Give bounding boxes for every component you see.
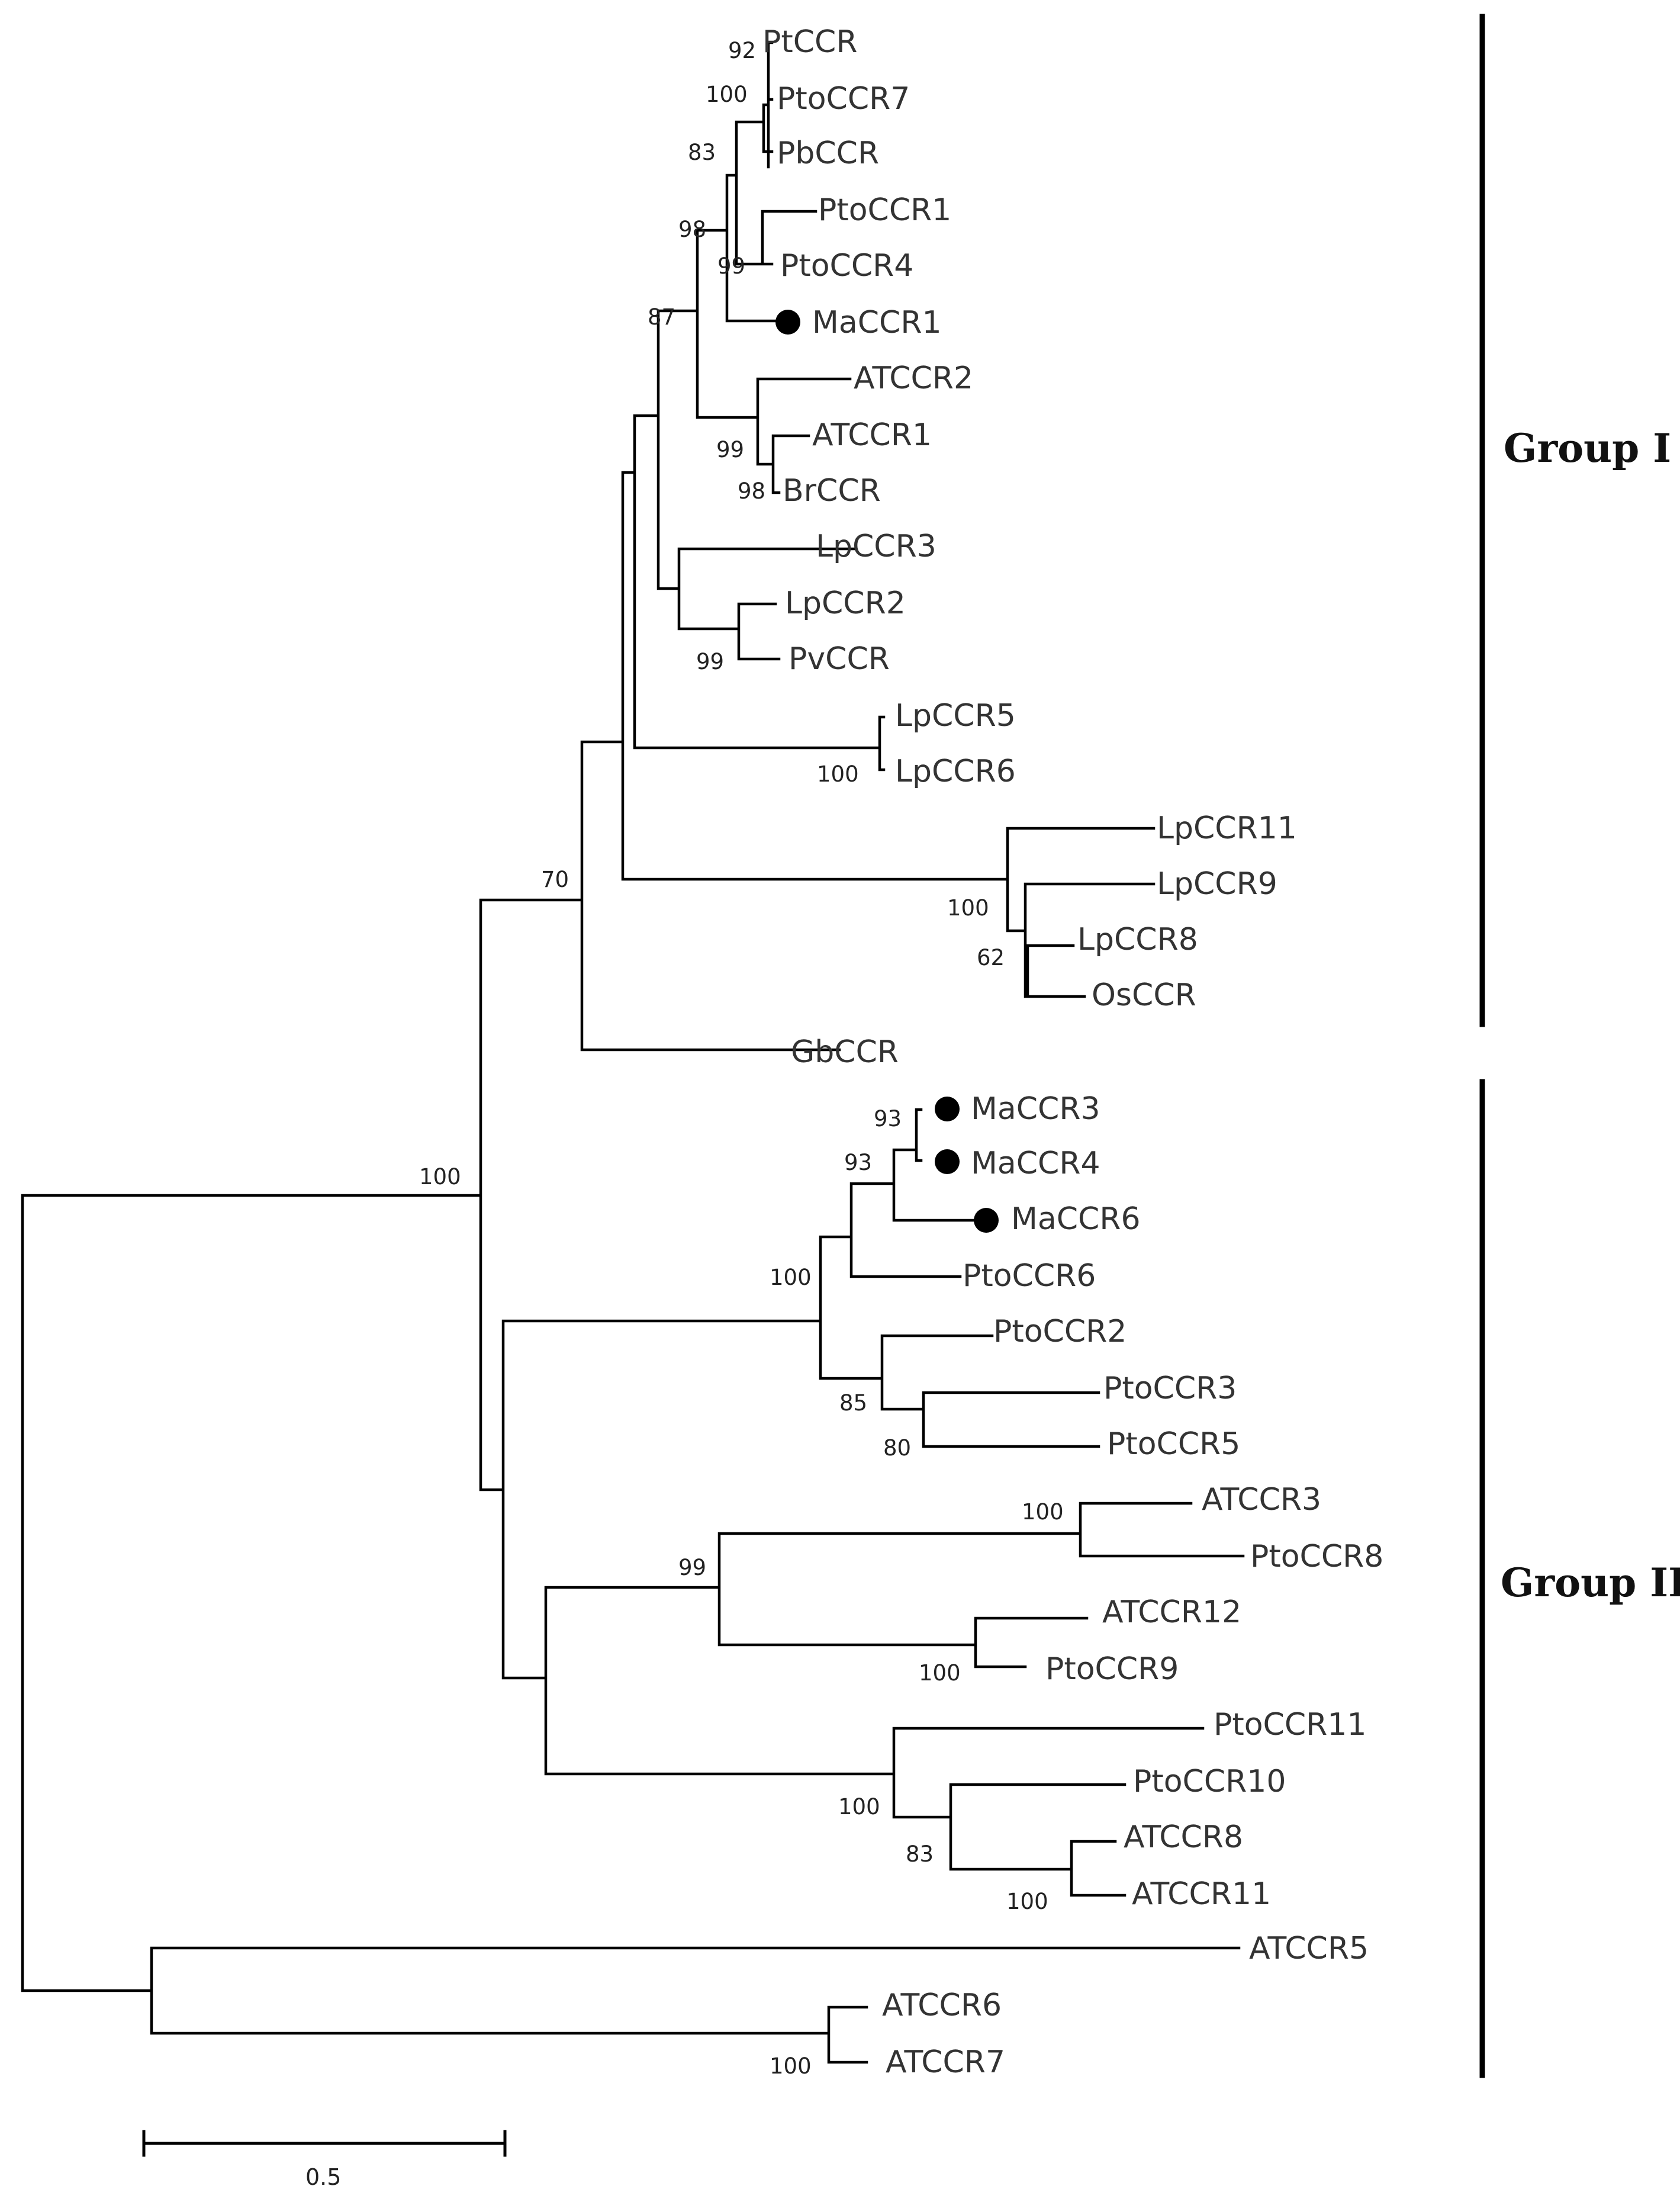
leaf-LpCCR5: LpCCR5 bbox=[895, 698, 1016, 734]
leaf-MaCCR1: MaCCR1 bbox=[812, 305, 942, 340]
support-value: 99 bbox=[717, 253, 745, 279]
support-value: 100 bbox=[838, 1794, 880, 1820]
leaf-GbCCR: GbCCR bbox=[791, 1034, 899, 1070]
support-value: 92 bbox=[728, 38, 756, 63]
leaf-LpCCR9: LpCCR9 bbox=[1157, 866, 1277, 902]
leaf-LpCCR11: LpCCR11 bbox=[1157, 811, 1297, 846]
maccr6-marker bbox=[974, 1208, 999, 1233]
leaf-ATCCR12: ATCCR12 bbox=[1102, 1595, 1241, 1630]
leaf-ATCCR11: ATCCR11 bbox=[1132, 1876, 1271, 1912]
scale-bar-label: 0.5 bbox=[305, 2164, 341, 2190]
maccr4-marker bbox=[935, 1149, 960, 1174]
leaf-PtoCCR11: PtoCCR11 bbox=[1214, 1707, 1366, 1743]
support-value: 80 bbox=[883, 1435, 911, 1461]
leaf-PvCCR: PvCCR bbox=[788, 641, 890, 677]
leaf-PtoCCR1: PtoCCR1 bbox=[818, 192, 951, 228]
leaf-ATCCR3: ATCCR3 bbox=[1202, 1482, 1321, 1518]
leaf-MaCCR6: MaCCR6 bbox=[1011, 1201, 1141, 1237]
maccr3-marker bbox=[935, 1097, 960, 1121]
leaf-ATCCR2: ATCCR2 bbox=[854, 361, 973, 396]
leaf-LpCCR3: LpCCR3 bbox=[816, 529, 936, 564]
support-value: 83 bbox=[688, 140, 716, 165]
leaf-PtoCCR9: PtoCCR9 bbox=[1045, 1651, 1179, 1687]
support-value: 99 bbox=[678, 1555, 706, 1580]
leaf-LpCCR8: LpCCR8 bbox=[1077, 922, 1198, 957]
group2-label: Group II bbox=[1501, 1560, 1680, 1606]
leaf-labels: PtCCR PtoCCR7 PbCCR PtoCCR1 PtoCCR4 MaCC… bbox=[762, 24, 1383, 2080]
leaf-PtoCCR7: PtoCCR7 bbox=[777, 81, 910, 117]
leaf-PtoCCR10: PtoCCR10 bbox=[1133, 1764, 1286, 1799]
leaf-BrCCR: BrCCR bbox=[783, 473, 881, 509]
leaf-OsCCR: OsCCR bbox=[1092, 978, 1196, 1013]
tree-branches bbox=[21, 14, 1485, 2157]
leaf-ATCCR8: ATCCR8 bbox=[1124, 1820, 1243, 1855]
leaf-PtoCCR4: PtoCCR4 bbox=[780, 248, 913, 284]
support-value: 100 bbox=[1022, 1499, 1064, 1525]
leaf-PtoCCR3: PtoCCR3 bbox=[1103, 1371, 1237, 1406]
support-value: 100 bbox=[817, 761, 859, 787]
leaf-PtoCCR5: PtoCCR5 bbox=[1107, 1426, 1240, 1462]
bootstrap-values: 92 100 83 99 98 99 98 87 99 100 100 62 7… bbox=[419, 38, 1064, 2079]
support-value: 62 bbox=[977, 945, 1005, 970]
support-value: 93 bbox=[844, 1150, 872, 1175]
support-value: 99 bbox=[696, 649, 724, 674]
leaf-PtCCR: PtCCR bbox=[762, 24, 858, 60]
leaf-PtoCCR2: PtoCCR2 bbox=[993, 1314, 1127, 1349]
support-value: 99 bbox=[716, 437, 744, 462]
leaf-ATCCR1: ATCCR1 bbox=[812, 417, 932, 453]
support-value: 100 bbox=[419, 1164, 461, 1190]
leaf-PbCCR: PbCCR bbox=[777, 136, 879, 171]
support-value: 100 bbox=[770, 1265, 812, 1290]
support-value: 85 bbox=[839, 1390, 867, 1416]
leaf-MaCCR3: MaCCR3 bbox=[971, 1091, 1100, 1127]
support-value: 100 bbox=[770, 2053, 812, 2079]
leaf-ATCCR7: ATCCR7 bbox=[886, 2045, 1005, 2080]
leaf-MaCCR4: MaCCR4 bbox=[971, 1146, 1100, 1181]
leaf-LpCCR2: LpCCR2 bbox=[785, 586, 906, 621]
leaf-PtoCCR8: PtoCCR8 bbox=[1250, 1539, 1383, 1574]
group1-label: Group I bbox=[1504, 425, 1671, 471]
support-value: 93 bbox=[874, 1106, 902, 1131]
scale-bar bbox=[142, 2130, 507, 2157]
support-value: 100 bbox=[947, 895, 989, 921]
support-value: 98 bbox=[678, 217, 706, 242]
leaf-ATCCR6: ATCCR6 bbox=[882, 1988, 1002, 2023]
support-value: 83 bbox=[906, 1841, 934, 1867]
support-value: 100 bbox=[706, 82, 748, 107]
support-value: 98 bbox=[738, 478, 765, 504]
support-value: 100 bbox=[1006, 1889, 1048, 1914]
highlight-markers bbox=[775, 310, 999, 1233]
leaf-ATCCR5: ATCCR5 bbox=[1249, 1931, 1369, 1966]
support-value: 87 bbox=[648, 304, 675, 330]
maccr1-marker bbox=[775, 310, 800, 335]
support-value: 100 bbox=[919, 1660, 961, 1686]
support-value: 70 bbox=[541, 867, 569, 892]
leaf-LpCCR6: LpCCR6 bbox=[895, 754, 1016, 789]
leaf-PtoCCR6: PtoCCR6 bbox=[963, 1258, 1096, 1294]
